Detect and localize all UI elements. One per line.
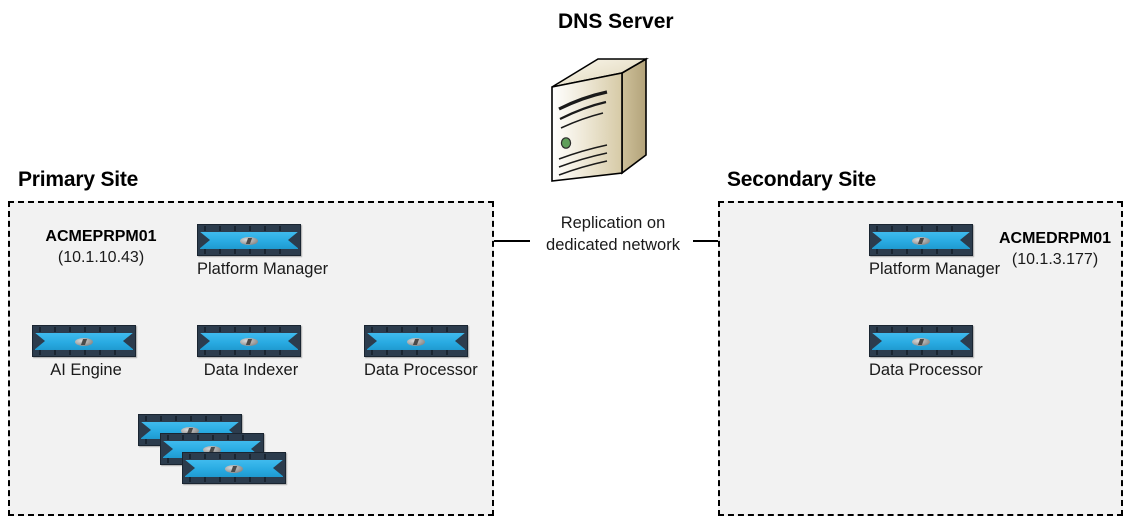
secondary-node-data-processor[interactable]: Data Processor (869, 325, 983, 380)
secondary-site-title: Secondary Site (727, 168, 876, 191)
primary-host-name: ACMEPRPM01 (45, 228, 157, 245)
network-appliance-icon (197, 325, 301, 357)
primary-node-ai-engine-label: AI Engine (50, 361, 122, 379)
network-appliance-icon (869, 325, 973, 357)
secondary-host-name: ACMEDRPM01 (998, 230, 1111, 247)
replication-label-line1: Replication on (560, 214, 666, 232)
server-tower-icon (543, 47, 655, 187)
network-appliance-icon (364, 325, 468, 357)
dns-server-title: DNS Server (558, 10, 674, 33)
network-appliance-icon (197, 224, 301, 256)
replication-label-line2: dedicated network (546, 236, 680, 254)
network-appliance-icon (869, 224, 973, 256)
primary-node-data-indexer-label: Data Indexer (203, 361, 299, 379)
replication-label: Replication on dedicated network (533, 212, 693, 256)
network-appliance-stack-icon (138, 414, 288, 488)
primary-node-data-indexer[interactable]: Data Indexer (197, 325, 305, 380)
secondary-node-data-processor-label: Data Processor (869, 361, 983, 379)
primary-host-ip: (10.1.10.43) (57, 249, 145, 266)
secondary-node-platform-manager[interactable]: Platform Manager (869, 224, 1001, 279)
primary-node-platform-manager[interactable]: Platform Manager (197, 224, 329, 279)
secondary-host-label: ACMEDRPM01 (10.1.3.177) (993, 228, 1117, 270)
primary-node-platform-manager-label: Platform Manager (197, 260, 329, 278)
primary-host-label: ACMEPRPM01 (10.1.10.43) (38, 226, 164, 268)
primary-node-data-processor-label: Data Processor (364, 361, 478, 379)
secondary-host-ip: (10.1.3.177) (1011, 251, 1099, 268)
primary-node-agents[interactable]: Agents (138, 414, 288, 484)
primary-node-data-processor[interactable]: Data Processor (364, 325, 478, 380)
primary-site-title: Primary Site (18, 168, 139, 191)
primary-node-ai-engine[interactable]: AI Engine (32, 325, 140, 380)
secondary-node-platform-manager-label: Platform Manager (869, 260, 1001, 278)
network-appliance-icon (32, 325, 136, 357)
network-appliance-icon (182, 452, 286, 484)
